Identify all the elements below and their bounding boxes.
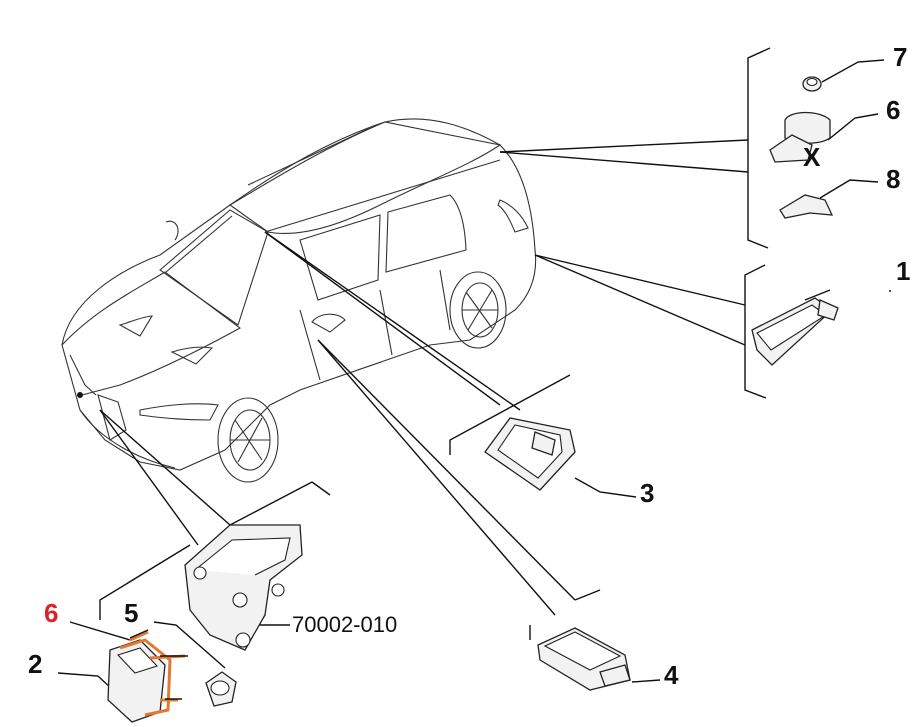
front-sensor-point bbox=[77, 392, 83, 398]
vehicle-outline bbox=[61, 118, 537, 483]
radar-bracket bbox=[184, 524, 303, 651]
callout-1: 1 bbox=[896, 256, 910, 286]
part-3-camera-housing bbox=[484, 417, 576, 491]
callout-8: 8 bbox=[886, 164, 900, 194]
callout-6-top: 6 bbox=[886, 95, 900, 125]
part-6-sensor: X bbox=[769, 111, 831, 172]
callout-7: 7 bbox=[893, 42, 907, 72]
part-2-radar-unit bbox=[107, 629, 188, 723]
part-7-nut bbox=[802, 76, 822, 92]
part-1-module bbox=[751, 297, 839, 366]
mark-x: X bbox=[803, 142, 821, 172]
callout-5: 5 bbox=[124, 598, 138, 628]
reference-code: 70002-010 bbox=[292, 612, 397, 637]
part-5-connector bbox=[205, 671, 237, 707]
part-8-bracket bbox=[779, 194, 834, 219]
part-4-ecu bbox=[537, 627, 631, 691]
callout-3: 3 bbox=[640, 478, 654, 508]
callout-6-bottom: 6 bbox=[44, 598, 58, 628]
callout-2: 2 bbox=[28, 649, 42, 679]
callout-4: 4 bbox=[664, 660, 679, 690]
leader-lines bbox=[57, 47, 891, 703]
